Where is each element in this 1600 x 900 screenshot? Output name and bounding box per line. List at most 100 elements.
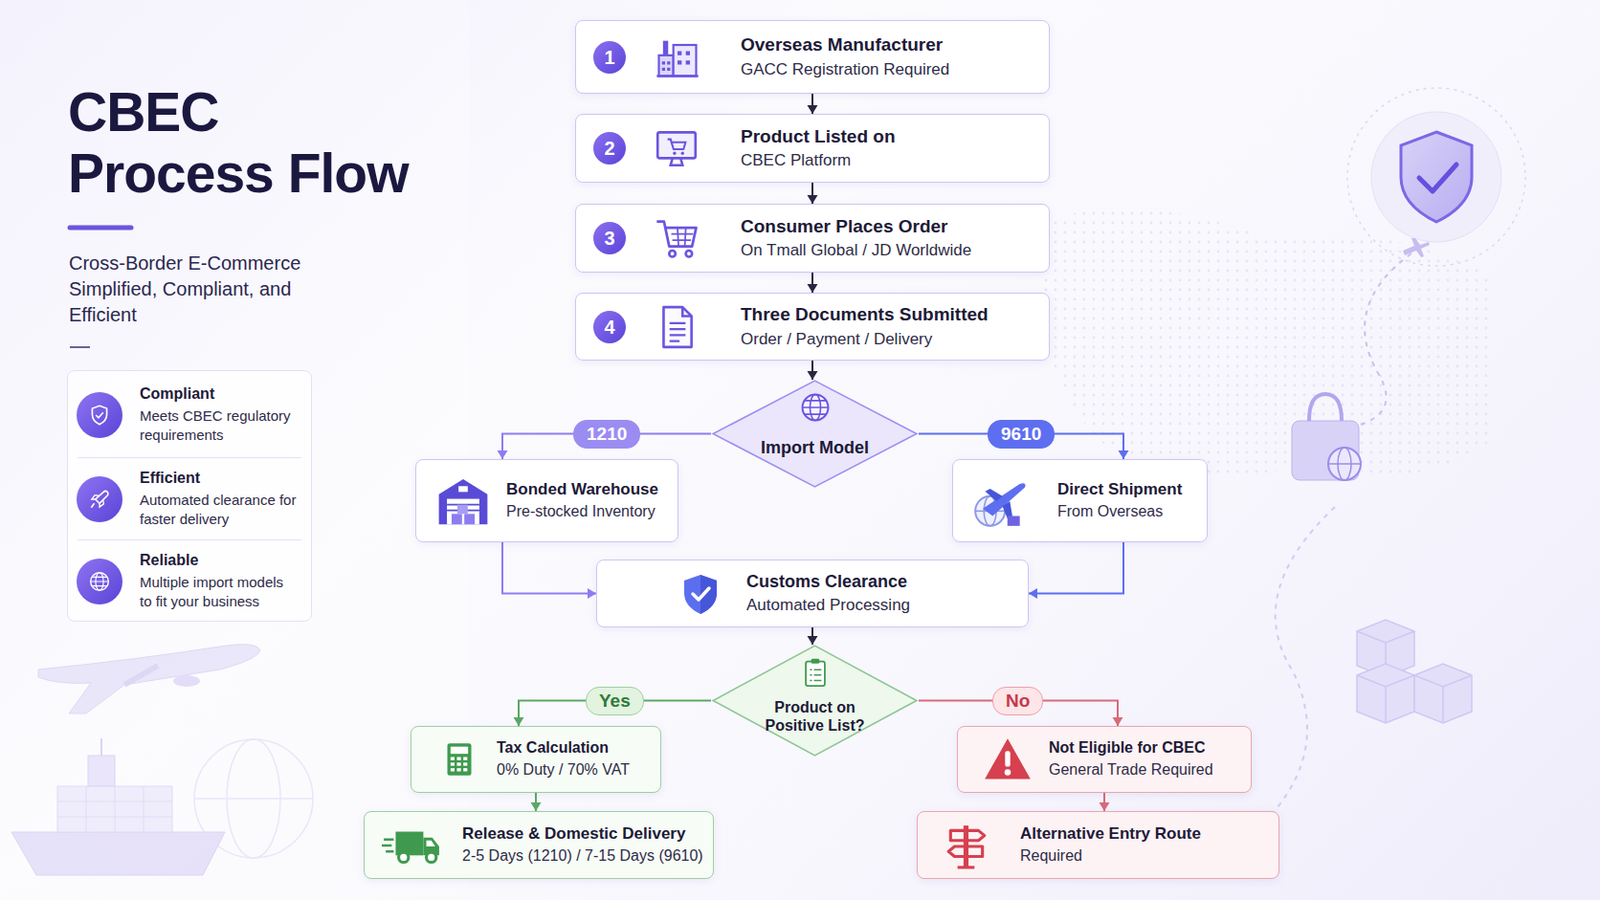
text-column: Consumer Places OrderOn Tmall Global / J… — [740, 204, 1040, 272]
icon-path — [662, 50, 690, 71]
node-heading: Release & Domestic Delivery — [462, 823, 704, 845]
node-heading: Reliable — [139, 551, 297, 572]
node-icon — [652, 124, 701, 173]
icon-path — [1402, 238, 1430, 258]
icon-rect — [457, 768, 462, 772]
arrow-head — [1118, 450, 1130, 460]
icon-rect — [464, 513, 475, 525]
icon-rect — [1007, 515, 1021, 526]
arrow-head — [807, 195, 819, 204]
icon-path — [682, 307, 691, 316]
node-heading: Import Model — [760, 438, 869, 459]
icon-circle — [668, 250, 676, 258]
icon-path — [90, 503, 94, 508]
icon-circle — [426, 852, 437, 863]
icon-path — [663, 307, 691, 348]
icon-path — [982, 483, 1026, 516]
icon-path — [124, 666, 158, 686]
icon-rect — [450, 762, 455, 766]
icon-path — [984, 738, 1031, 779]
text-column: Import Model — [711, 408, 919, 489]
icon-svg — [381, 822, 442, 870]
text-column: Product Listed onCBEC Platform — [740, 114, 1040, 182]
flow-connector — [807, 93, 819, 114]
icon-path — [90, 577, 110, 586]
process-box: Product Listed onCBEC Platform2 — [575, 113, 1050, 183]
node-icon — [76, 558, 123, 605]
node-icon — [652, 303, 701, 352]
text-column: Customs ClearanceAutomated Processing — [746, 560, 1019, 627]
icon-circle — [1004, 769, 1012, 777]
edge-label: 1210 — [573, 420, 641, 449]
arrow-head — [531, 802, 542, 812]
text-column: ReliableMultiple import models to fit yo… — [139, 541, 297, 623]
node-body: GACC Registration Required — [740, 59, 1040, 81]
flow-connector — [807, 627, 819, 645]
node-body: On Tmall Global / JD Worldwide — [740, 240, 1040, 262]
arrow-head — [807, 636, 819, 645]
icon-path — [692, 588, 710, 600]
icon-svg — [440, 740, 479, 779]
icon-path — [426, 840, 436, 846]
node-body: Automated clearance for faster delivery — [139, 490, 297, 531]
arrow-head — [1099, 802, 1111, 812]
arrow-head — [1028, 588, 1038, 600]
process-box: Alternative Entry RouteRequired — [916, 811, 1280, 880]
arrow-head — [1112, 717, 1124, 727]
icon-path — [684, 575, 717, 615]
icon-path — [91, 495, 104, 508]
icon-rect — [57, 786, 173, 833]
node-heading: Consumer Places Order — [740, 215, 1040, 240]
icon-rect — [657, 132, 696, 158]
feature-item: ReliableMultiple import models to fit yo… — [76, 541, 307, 623]
text-column: Three Documents SubmittedOrder / Payment… — [740, 293, 1040, 360]
node-body: Multiple import models to fit your busin… — [139, 573, 297, 613]
icon-path — [11, 832, 225, 876]
icon-path — [669, 322, 687, 341]
icon-circle — [90, 573, 110, 592]
node-icon — [652, 213, 703, 264]
icon-path — [38, 644, 261, 714]
icon-svg — [677, 571, 724, 618]
icon-svg — [87, 402, 112, 428]
icon-rect — [458, 486, 468, 492]
node-heading: Bonded Warehouse — [506, 479, 668, 501]
icon-rect — [446, 498, 480, 525]
icon-ellipse — [173, 675, 200, 688]
icon-circle — [801, 395, 828, 422]
node-body: Pre-stocked Inventory — [506, 502, 668, 523]
icon-path — [670, 157, 684, 165]
icon-path — [1334, 253, 1412, 431]
icon-line — [69, 225, 132, 231]
icon-svg — [652, 124, 701, 173]
process-box: Three Documents SubmittedOrder / Payment… — [575, 292, 1050, 361]
icon-svg — [982, 734, 1033, 785]
icon-rect — [395, 831, 423, 856]
text-column: EfficientAutomated clearance for faster … — [139, 459, 297, 540]
flow-connector — [807, 360, 819, 380]
icon-path — [57, 786, 173, 833]
icon-svg — [435, 473, 491, 530]
node-heading: Three Documents Submitted — [740, 303, 1040, 328]
icon-rect — [463, 768, 467, 772]
flow-connector — [502, 542, 597, 600]
node-heading: Product Listed on — [740, 125, 1040, 150]
node-body: Required — [1020, 846, 1269, 867]
icon-path — [1043, 209, 1493, 477]
connector-line — [1028, 542, 1124, 595]
text-column: Alternative Entry RouteRequired — [1020, 812, 1269, 879]
node-icon — [942, 822, 991, 870]
process-box: Direct ShipmentFrom Overseas — [952, 459, 1208, 543]
icon-svg — [970, 471, 1030, 532]
icon-path — [95, 412, 104, 418]
panel-divider — [77, 457, 302, 459]
icon-line — [69, 346, 90, 349]
icon-circle — [1371, 111, 1502, 243]
icon-svg — [87, 487, 112, 512]
node-heading: Efficient — [139, 468, 297, 489]
text-column: Tax Calculation0% Duty / 70% VAT — [496, 727, 651, 793]
step-number: 4 — [593, 311, 626, 344]
icon-path — [950, 830, 984, 841]
icon-line — [1328, 463, 1361, 466]
